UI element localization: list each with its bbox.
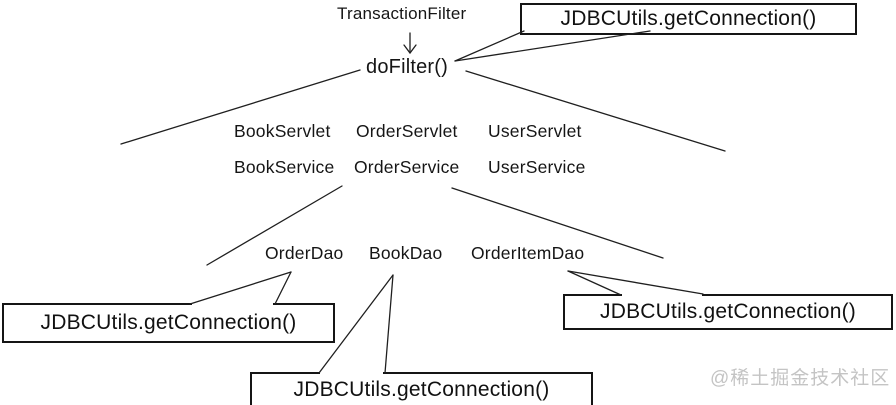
down-arrow-head bbox=[403, 44, 417, 55]
callout-box-bottom-middle: JDBCUtils.getConnection() bbox=[250, 372, 593, 405]
callout-right-tail-line-1 bbox=[567, 270, 622, 296]
callout-middle-tail-line-2 bbox=[384, 274, 394, 374]
node-bookservlet: BookServlet bbox=[234, 121, 331, 141]
callout-box-bottom-left: JDBCUtils.getConnection() bbox=[2, 303, 335, 343]
node-orderservice: OrderService bbox=[354, 157, 460, 177]
node-bookservice: BookService bbox=[234, 157, 335, 177]
callout-right-tail-line-2 bbox=[567, 270, 704, 295]
callout-top-tail-line-2 bbox=[454, 30, 651, 62]
callout-left-tail-line-2 bbox=[274, 271, 292, 305]
node-orderdao: OrderDao bbox=[265, 243, 344, 263]
callout-top-tail-line-1 bbox=[454, 30, 525, 62]
node-transactionfilter-label: TransactionFilter bbox=[337, 4, 467, 23]
node-bookdao: BookDao bbox=[369, 243, 443, 263]
callout-text-bottom-left: JDBCUtils.getConnection() bbox=[40, 311, 297, 334]
down-arrow-icon bbox=[403, 32, 417, 55]
node-orderservlet: OrderServlet bbox=[356, 121, 458, 141]
callout-text-right: JDBCUtils.getConnection() bbox=[600, 300, 856, 323]
callout-box-top: JDBCUtils.getConnection() bbox=[520, 3, 857, 35]
callout-text-top: JDBCUtils.getConnection() bbox=[560, 7, 817, 30]
callout-text-bottom-middle: JDBCUtils.getConnection() bbox=[293, 378, 550, 401]
callout-box-right: JDBCUtils.getConnection() bbox=[563, 294, 893, 330]
node-userservice: UserService bbox=[488, 157, 586, 177]
watermark: @稀土掘金技术社区 bbox=[710, 368, 891, 389]
node-dofilter-label: doFilter() bbox=[366, 56, 449, 78]
node-orderitemdao: OrderItemDao bbox=[471, 243, 585, 263]
callout-left-tail-line-1 bbox=[189, 271, 292, 305]
node-userservlet: UserServlet bbox=[488, 121, 582, 141]
